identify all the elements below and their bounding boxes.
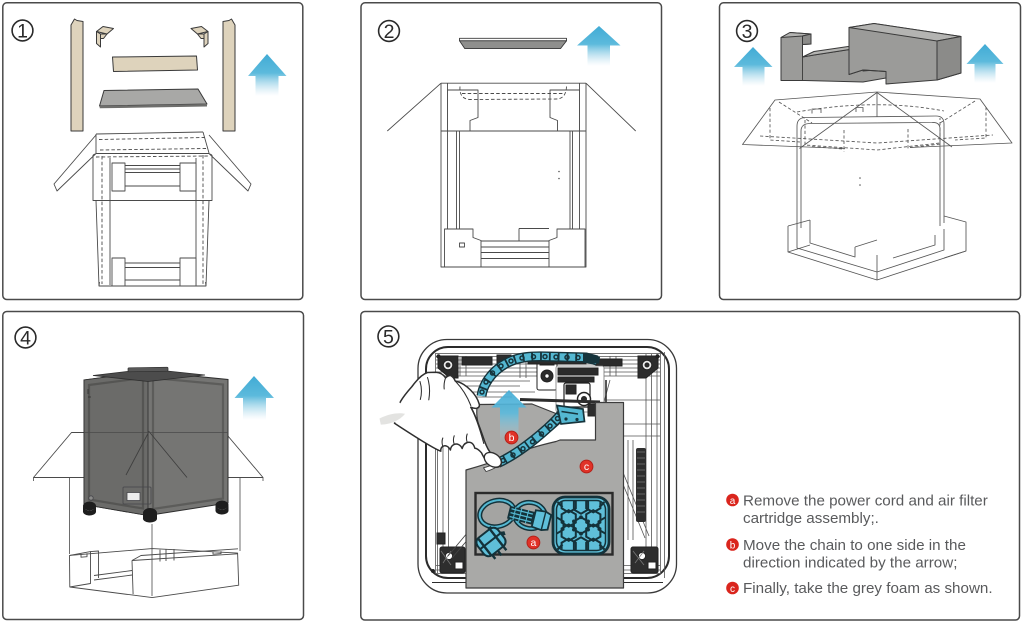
svg-text:2: 2 <box>384 21 395 43</box>
svg-text:b: b <box>509 432 515 444</box>
svg-text:cartridge assembly;.: cartridge assembly;. <box>743 510 879 527</box>
svg-text:Remove the power cord and air: Remove the power cord and air filter <box>743 493 988 510</box>
svg-text:direction indicated by the arr: direction indicated by the arrow; <box>743 555 957 572</box>
svg-text:4: 4 <box>20 328 31 350</box>
svg-text:3: 3 <box>742 21 753 43</box>
svg-text:a: a <box>530 537 536 549</box>
svg-text:5: 5 <box>383 326 394 348</box>
svg-text:1: 1 <box>17 21 28 43</box>
svg-text:b: b <box>730 541 736 552</box>
svg-text:Finally, take the grey foam as: Finally, take the grey foam as shown. <box>743 580 993 597</box>
svg-text:Move the chain to one side in: Move the chain to one side in the <box>743 537 966 554</box>
svg-text:c: c <box>730 584 735 595</box>
svg-text:a: a <box>730 496 736 507</box>
svg-text:c: c <box>584 461 589 473</box>
